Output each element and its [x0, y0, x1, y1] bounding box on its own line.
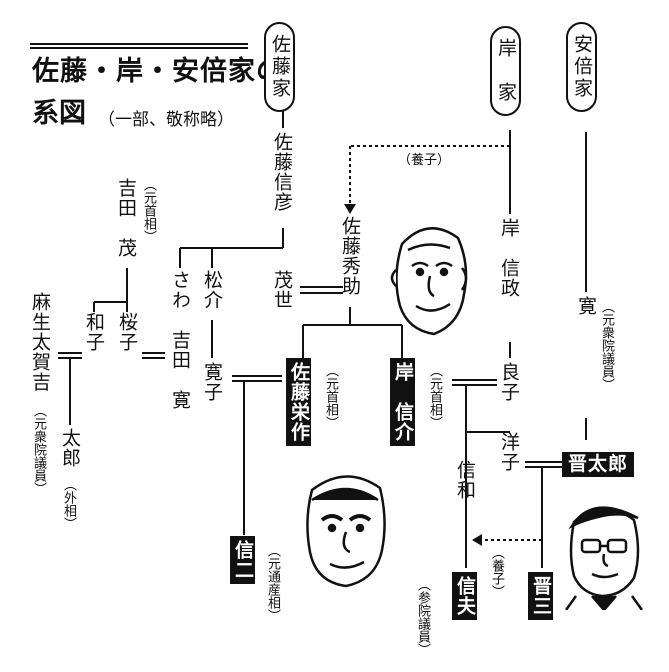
- person-kishi-nobusuke-note: （元首相）: [427, 364, 442, 429]
- person-yoshida-shigeru: 吉田 茂: [115, 178, 137, 258]
- person-yoko: 洋子: [498, 432, 520, 472]
- caricature-shinzo-face: [564, 506, 644, 610]
- person-shinzo: 晋三: [528, 572, 553, 620]
- person-kishi-nobumasa: 岸 信政: [498, 218, 520, 298]
- person-nobukazu: 信和: [454, 460, 476, 500]
- person-hiroshi-abe-note: （元衆院議員）: [599, 300, 614, 391]
- person-sato-eisaku-note: （元首相）: [323, 364, 338, 429]
- person-moyo: 茂世: [271, 270, 293, 310]
- family-label-abe: 安倍家: [566, 22, 597, 112]
- adoption-arrow-bottom: [472, 534, 482, 546]
- adoption-label-top: （養子）: [398, 153, 451, 168]
- person-nobuo: 信夫: [452, 572, 477, 620]
- person-sakurako: 桜子: [116, 312, 138, 352]
- person-yoshida-shigeru-note: （元首相）: [141, 178, 156, 243]
- person-shinji: 信二: [230, 536, 255, 584]
- person-hiroko: 寛子: [201, 362, 223, 402]
- person-shinji-note: （元通産相）: [265, 544, 280, 622]
- person-taro: 太郎: [59, 428, 81, 468]
- person-yoshida-hiroshi: 吉田 寛: [169, 330, 191, 410]
- adoption-label-bottom: （養子）: [489, 546, 504, 598]
- person-matsusuke: 松介: [201, 270, 223, 310]
- person-kazuko: 和子: [83, 312, 105, 352]
- diagram-title-line2: 系図: [32, 98, 86, 129]
- person-nobuo-note: （参院議員）: [415, 578, 430, 656]
- adoption-arrow-top: [344, 204, 356, 214]
- person-hiroshi-abe: 寛: [575, 296, 597, 316]
- caricature-sato-face: [306, 475, 386, 588]
- family-label-kishi: 岸 家: [490, 26, 521, 116]
- diagram-title-note: （一部、敬称略）: [98, 110, 234, 130]
- person-aso-takakichi-note: （元衆院議員）: [31, 404, 46, 495]
- person-sato-eisaku: 佐藤栄作: [286, 358, 311, 446]
- person-shintaro: 晋太郎: [562, 452, 635, 477]
- caricature-kishi-face: [390, 227, 468, 336]
- person-aso-takakichi: 麻生太賀吉: [29, 292, 51, 392]
- person-yoshiko: 良子: [498, 362, 520, 402]
- person-sato-nobuhiko: 佐藤信彦: [271, 132, 293, 212]
- family-label-sato: 佐藤家: [264, 22, 295, 112]
- person-sawa: さわ: [169, 270, 191, 310]
- person-sato-hidesuke: 佐藤秀助: [339, 216, 361, 296]
- person-taro-note: （外相）: [61, 478, 76, 530]
- person-kishi-nobusuke: 岸 信介: [390, 358, 415, 446]
- diagram-title: 佐藤・岸・安倍家の: [32, 56, 284, 87]
